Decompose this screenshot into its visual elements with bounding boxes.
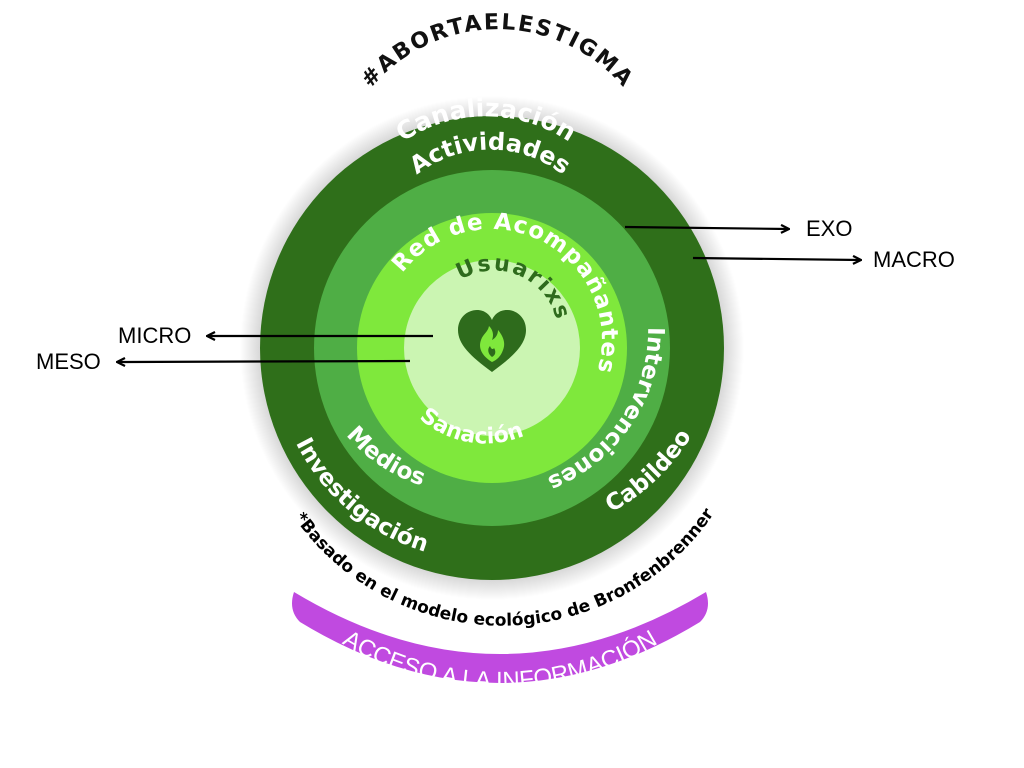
level-label-micro: MICRO	[118, 323, 191, 348]
meso-arrow	[118, 361, 411, 362]
level-label-exo: EXO	[806, 216, 852, 241]
exo-arrow	[624, 227, 788, 229]
hashtag-title: #ABORTAELESTIGMA	[356, 10, 638, 93]
heart-flame-icon	[458, 310, 526, 372]
level-label-macro: MACRO	[873, 247, 955, 272]
macro-arrow	[692, 258, 860, 260]
level-label-meso: MESO	[36, 349, 101, 374]
info-banner	[292, 592, 708, 683]
